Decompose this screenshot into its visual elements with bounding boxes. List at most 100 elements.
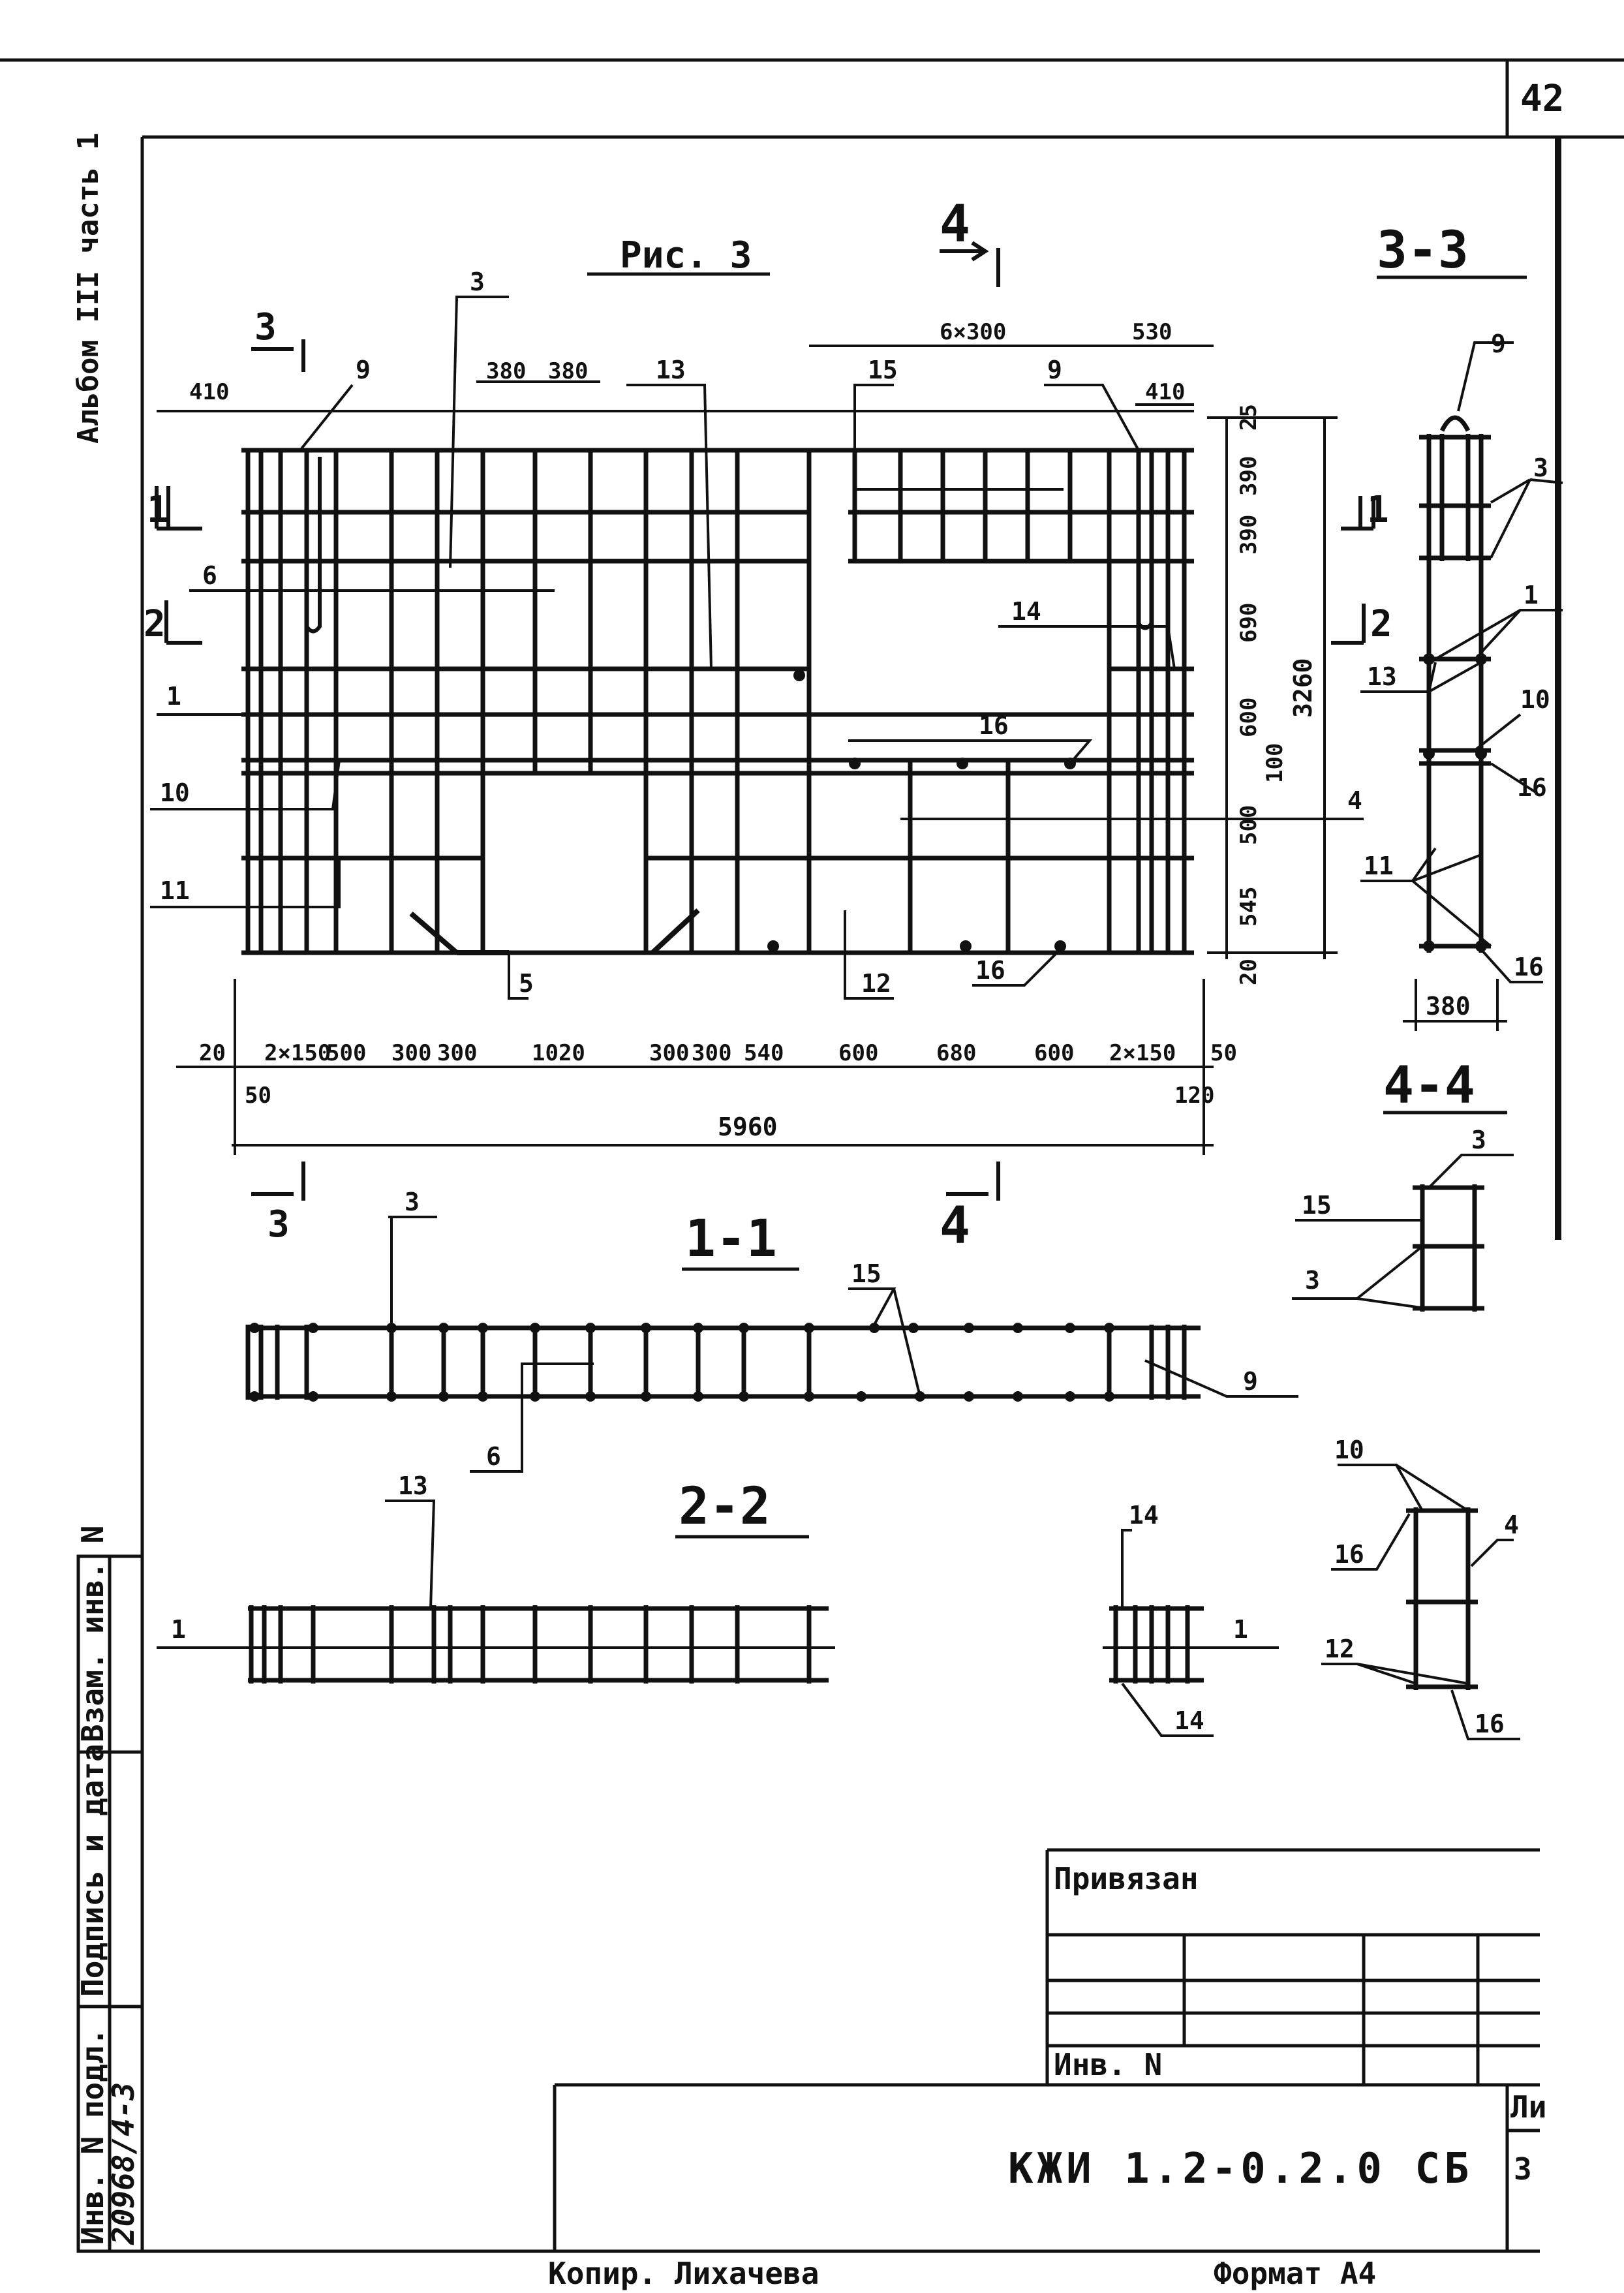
top-dim-380-b: 380 [548,358,588,384]
top-dimensions [157,345,1214,412]
leader-14: 14 [1011,597,1041,626]
section-mark-3-bottom-label: 3 [268,1203,290,1246]
bottom-dim-1020: 1020 [532,1040,585,1066]
bottom-dim-680: 680 [936,1040,976,1066]
weld-dots [767,669,1076,952]
top-dim-410-left: 410 [189,379,229,405]
detail-10-16-labels: 10 16 4 12 16 [1325,1436,1519,1738]
section-1-1-dots [249,1323,1114,1402]
d10-leader-12: 12 [1325,1635,1355,1663]
document-code: КЖИ 1.2-0.2.0 СБ [1008,2145,1473,2193]
bottom-dim-labels: 20 2×150 500 300 300 1020 300 300 540 60… [199,1040,1237,1141]
section-1-1-labels: 3 15 9 6 [405,1188,1258,1471]
section-4-4-labels: 3 15 3 [1302,1126,1486,1295]
album-label: Альбом III часть 1 [72,132,105,444]
overall-height-3260: 3260 [1289,658,1317,718]
row-mark-2: 2 [144,603,166,645]
s33-leader-11: 11 [1364,852,1394,880]
row-mark-1: 1 [147,489,169,531]
section-mark-4-bottom-label: 4 [940,1197,970,1255]
privyazan-label: Привязан [1054,1861,1199,1896]
format-label: Формат А4 [1214,2256,1376,2291]
bottom-dim-2x150-left: 2×150 [264,1040,331,1066]
leader-1: 1 [166,682,181,711]
leader-15-top: 15 [868,356,898,384]
bottom-dim-600-b: 600 [1034,1040,1074,1066]
section-mark-3-top [251,339,305,372]
d14-leader-1: 1 [1233,1615,1248,1644]
s33-leader-9: 9 [1491,330,1506,358]
s11-leader-3: 3 [405,1188,420,1216]
section-2-2 [157,1500,835,1684]
bottom-dim-120-small: 120 [1174,1083,1214,1109]
s33-leader-16-a: 16 [1517,773,1547,802]
bottom-dim-300-c: 300 [649,1040,689,1066]
right-dim-labels: 25 390 390 690 600 100 500 545 20 3260 [1236,404,1317,985]
s33-leader-16-b: 16 [1514,953,1544,981]
right-dim-25: 25 [1236,404,1262,431]
d10-leader-16-bottom: 16 [1475,1710,1505,1738]
inv-n-label: Инв. N [1054,2047,1162,2082]
detail-10-16 [1321,1464,1520,1740]
s33-row-mark-1: 1 [1367,489,1389,531]
main-leader-labels: 3 9 13 15 9 6 14 1 16 10 4 11 5 12 16 [160,268,1362,998]
right-dim-600: 600 [1236,698,1262,737]
section-3-3-dots [1423,653,1487,952]
detail-14 [1103,1529,1279,1737]
top-dim-6x300: 6×300 [940,319,1006,345]
top-dim-530: 530 [1132,319,1172,345]
s33-row-mark-2: 2 [1370,603,1392,645]
s11-leader-9: 9 [1243,1367,1258,1396]
main-elevation [241,448,1194,955]
section-mark-3-top-label: 3 [254,306,277,348]
section-4-4 [1292,1154,1514,1312]
detail-14-labels: 14 1 14 [1129,1501,1248,1735]
right-dim-20: 20 [1236,959,1262,985]
bottom-dim-540: 540 [744,1040,784,1066]
leader-9-right: 9 [1047,356,1062,384]
right-dim-390-a: 390 [1236,456,1262,496]
stamp-inv-number: 20968/4-3 [106,2082,141,2245]
bottom-dim-500: 500 [326,1040,366,1066]
stamp-inv-podl-label: Инв. N подл. [75,2028,110,2245]
leader-6: 6 [202,561,217,590]
page-number: 42 [1520,78,1564,120]
leader-10: 10 [160,778,190,807]
bottom-dim-300-b: 300 [437,1040,477,1066]
leader-11: 11 [160,876,190,905]
overall-width-5960: 5960 [718,1113,778,1141]
d14-leader-14-top: 14 [1129,1501,1159,1530]
s11-leader-15: 15 [851,1259,881,1288]
s22-leader-13: 13 [398,1471,428,1500]
s33-leader-13: 13 [1367,662,1397,691]
bottom-dim-600-a: 600 [838,1040,878,1066]
list-value: 3 [1514,2151,1532,2187]
section-4-4-title: 4-4 [1383,1056,1475,1115]
bottom-dim-50-small: 50 [245,1083,271,1109]
right-dimensions [1207,416,1338,959]
d14-leader-14-bottom: 14 [1174,1706,1204,1735]
leader-16-mid: 16 [979,711,1009,740]
right-dim-545: 545 [1236,887,1262,927]
stamp-signature-date-label: Подпись и дата [75,1744,110,1997]
s44-leader-3-bottom: 3 [1305,1266,1320,1295]
right-dim-500: 500 [1236,805,1262,845]
leader-5: 5 [519,969,534,998]
stamp-vzam-inv-label: Взам. инв. N [75,1526,110,1742]
right-dim-690: 690 [1236,603,1262,643]
bottom-dim-50: 50 [1210,1040,1237,1066]
copier-label: Копир. Лихачева [548,2256,819,2291]
d10-leader-10: 10 [1334,1436,1364,1464]
main-leaders [150,296,1364,1000]
section-2-2-title: 2-2 [679,1477,771,1536]
section-mark-4-top-label: 4 [940,195,970,254]
top-dim-410-right: 410 [1145,379,1185,405]
right-dim-390-b: 390 [1236,515,1262,555]
bottom-dim-20: 20 [199,1040,226,1066]
s33-width-380: 380 [1426,992,1471,1021]
s33-leader-1: 1 [1524,581,1539,609]
row-section-marks [155,486,202,645]
bottom-dim-2x150-right: 2×150 [1109,1040,1176,1066]
leader-4: 4 [1347,786,1362,815]
